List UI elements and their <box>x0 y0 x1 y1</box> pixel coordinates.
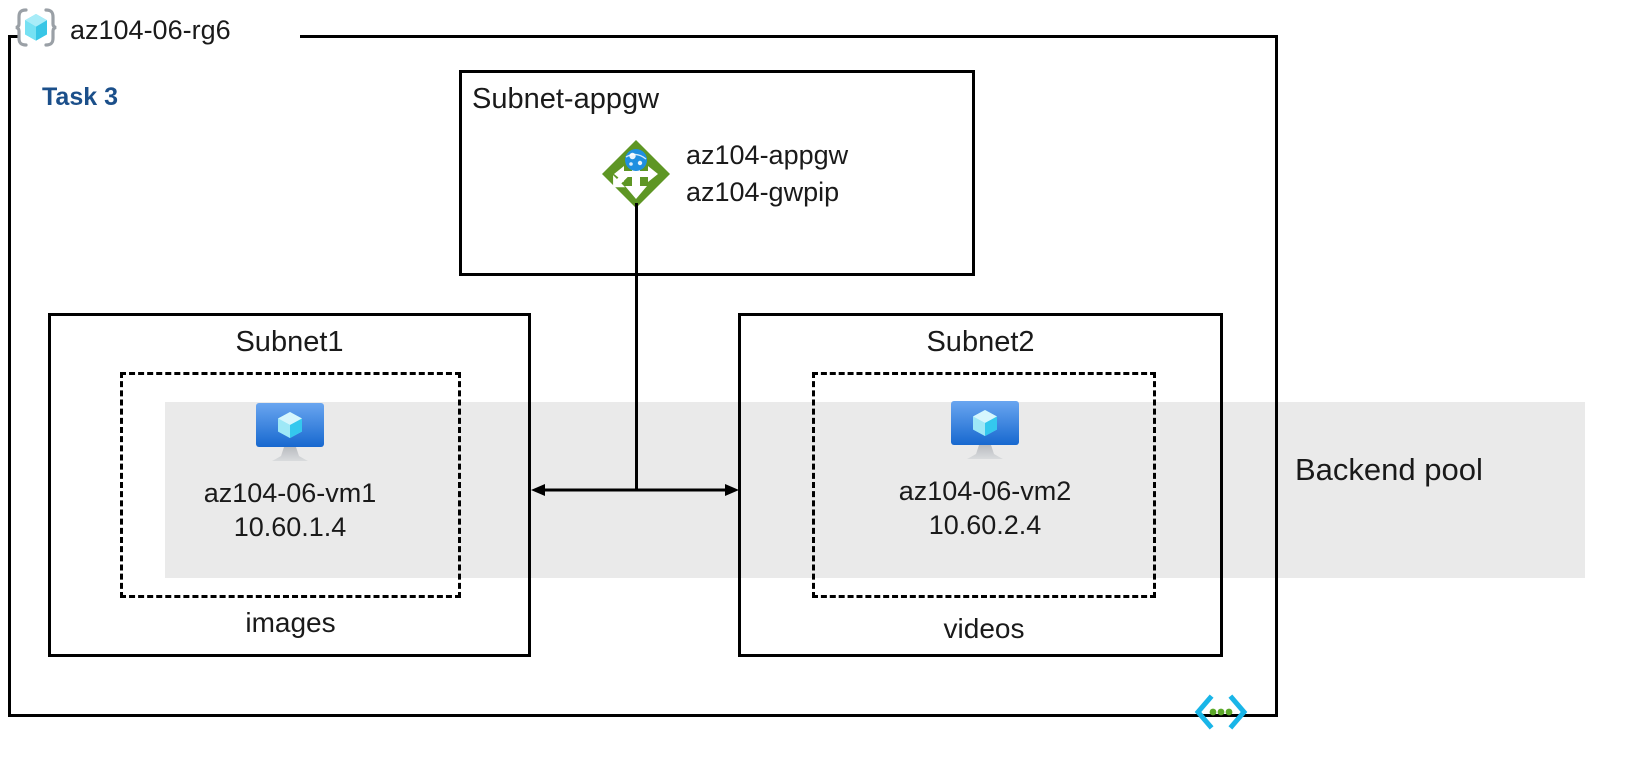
application-gateway-labels: az104-appgw az104-gwpip <box>686 137 848 211</box>
subnet-appgw-title: Subnet-appgw <box>472 83 660 115</box>
vm1-node: az104-06-vm1 10.60.1.4 <box>180 402 400 544</box>
subnet1-caption: images <box>245 607 336 638</box>
application-gateway-node: az104-appgw az104-gwpip <box>600 137 848 211</box>
vm2-ip: 10.60.2.4 <box>928 510 1042 540</box>
subnet1-subnet2-connector <box>531 484 739 496</box>
subnet1-title: Subnet1 <box>235 326 344 358</box>
subnet2-title: Subnet2 <box>926 326 1035 358</box>
resource-group-icon <box>14 7 58 54</box>
resource-group-title: az104-06-rg6 <box>14 4 231 56</box>
resource-group-box <box>8 35 1278 717</box>
backend-pool-label: Backend pool <box>1295 452 1483 487</box>
vm1-ip: 10.60.1.4 <box>233 512 347 542</box>
appgw-to-subnets-connector <box>635 203 638 490</box>
application-gateway-icon <box>600 138 672 210</box>
subnet1-box <box>48 313 531 657</box>
subnet-appgw-box <box>459 70 975 276</box>
gwpip-name: az104-gwpip <box>686 177 840 207</box>
backend-pool-band <box>165 402 1585 578</box>
task-label: Task 3 <box>42 83 118 111</box>
resource-group-name: az104-06-rg6 <box>70 14 231 45</box>
virtual-machine-icon <box>875 400 1095 462</box>
virtual-network-icon <box>1194 693 1248 731</box>
vm2-node: az104-06-vm2 10.60.2.4 <box>875 400 1095 542</box>
vm2-name: az104-06-vm2 <box>898 476 1072 506</box>
virtual-machine-icon <box>180 402 400 464</box>
resource-group-title-gap <box>18 26 300 46</box>
subnet2-box <box>738 313 1223 657</box>
subnet1-group-box <box>120 372 461 598</box>
vm1-name: az104-06-vm1 <box>203 478 377 508</box>
appgw-name: az104-appgw <box>686 140 849 170</box>
subnet2-group-box <box>812 372 1156 598</box>
subnet2-caption: videos <box>943 613 1025 644</box>
